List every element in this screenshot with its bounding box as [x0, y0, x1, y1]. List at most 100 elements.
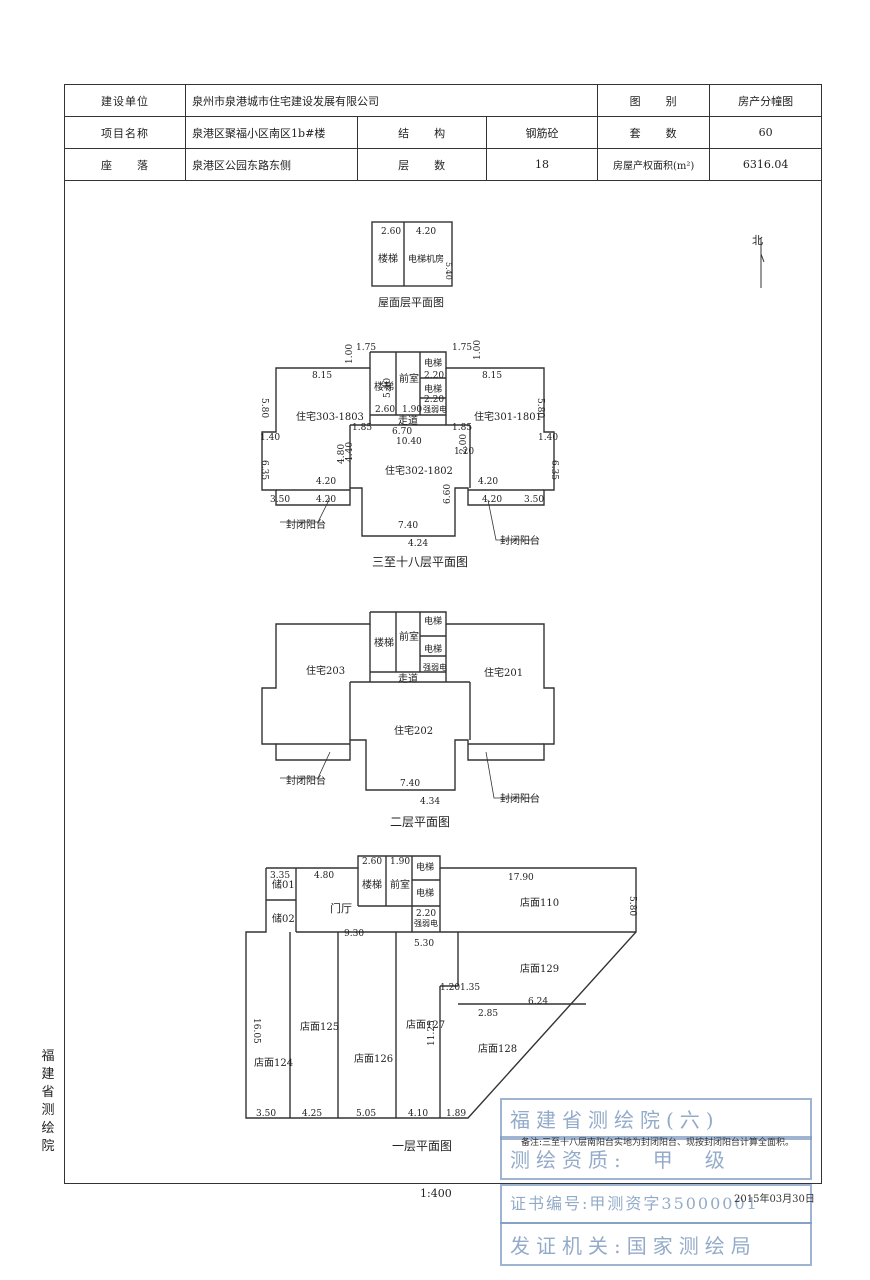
typical-dim: 4.24 — [408, 539, 428, 549]
ground-shop-127: 店面127 — [406, 1018, 445, 1031]
typical-dim: 6.70 — [392, 427, 412, 437]
ground-shop-129: 店面129 — [520, 962, 559, 975]
typical-dim: 4.40 — [345, 442, 355, 462]
second-balcony-right: 封闭阳台 — [500, 792, 540, 805]
ground-shop-110: 店面110 — [520, 896, 559, 909]
date: 2015年03月30日 — [734, 1194, 815, 1205]
typical-dim: 10.40 — [396, 437, 422, 447]
area: 6316.04 — [709, 148, 822, 181]
ground-dim: 2.20 — [416, 909, 436, 919]
typical-dim: 6.35 — [549, 460, 559, 480]
ground-dim: 6.24 — [528, 997, 548, 1007]
ground-dim: 5.80 — [627, 896, 637, 916]
ground-shop-126: 店面126 — [354, 1052, 393, 1065]
roof-outline — [371, 221, 453, 287]
typical-center-unit: 住宅302-1802 — [385, 464, 453, 477]
label-units: 套 数 — [596, 116, 711, 149]
north-arrow: 北 — [752, 232, 765, 288]
ground-lobby: 前室 — [390, 878, 410, 891]
typical-dim: 1.40 — [538, 433, 558, 443]
typical-stairs: 楼梯 — [374, 380, 394, 393]
typical-dim: 5.80 — [535, 398, 545, 418]
typical-dim: 1.75 — [452, 343, 472, 353]
label-area: 房屋产权面积(m²) — [596, 148, 711, 181]
typical-dim: 1.40 — [260, 433, 280, 443]
second-title: 二层平面图 — [390, 815, 450, 829]
ground-dim: 9.30 — [344, 929, 364, 939]
north-arrow-icon — [760, 238, 765, 288]
ground-dim: 2.85 — [478, 1009, 498, 1019]
ground-dim: 4.25 — [302, 1109, 322, 1119]
roof-dim-b: 4.20 — [416, 227, 436, 237]
typical-left-unit: 住宅303-1803 — [296, 410, 364, 423]
ground-dim: 4.80 — [314, 871, 334, 881]
second-outline — [261, 611, 555, 791]
typical-dim: 8.15 — [312, 371, 332, 381]
ground-dim: 11.25 — [427, 1020, 437, 1046]
second-elevator-1: 电梯 — [424, 615, 442, 627]
ground-shop-125: 店面125 — [300, 1020, 339, 1033]
typical-dim: 1.90 — [402, 405, 422, 415]
ground-store-02: 储02 — [272, 912, 295, 925]
typical-dim: 8.15 — [482, 371, 502, 381]
second-right-unit: 住宅201 — [484, 666, 523, 679]
typical-elevator-1: 电梯 — [424, 357, 442, 369]
floors: 18 — [486, 148, 598, 181]
typical-dim: 2.00 — [459, 434, 469, 454]
typical-dim: 4.20 — [478, 477, 498, 487]
second-center-unit: 住宅202 — [394, 724, 433, 737]
ground-shop-128: 店面128 — [478, 1042, 517, 1055]
ground-dim: 5.30 — [414, 939, 434, 949]
roof-stairs: 楼梯 — [378, 252, 398, 265]
typical-dim: 1.85 — [352, 423, 372, 433]
location: 泉港区公园东路东侧 — [185, 148, 359, 181]
typical-dim: 2.20 — [424, 395, 444, 405]
typical-dim: 4.20 — [316, 477, 336, 487]
typical-outline — [261, 351, 555, 537]
second-balcony-left: 封闭阳台 — [286, 774, 326, 787]
typical-balcony-right: 封闭阳台 — [500, 534, 540, 547]
roof-elevator-room: 电梯机房 — [408, 253, 444, 265]
ground-dim: 17.90 — [508, 873, 534, 883]
typical-right-unit: 住宅301-1801 — [474, 410, 542, 423]
typical-dim: 3.50 — [524, 495, 544, 505]
stamp-line-3: 证书编号:甲测资字35000001 — [510, 1194, 759, 1213]
ground-stairs: 楼梯 — [362, 878, 382, 891]
ground-dim: 3.35 — [270, 871, 290, 881]
ground-dim: 4.10 — [408, 1109, 428, 1119]
label-location: 座 落 — [63, 148, 187, 181]
stamp-line-1: 福建省测绘院(六) — [510, 1108, 720, 1132]
typical-dim: 1.00 — [473, 340, 483, 360]
second-shaft: 强弱电 — [423, 662, 447, 672]
second-corridor: 走道 — [398, 672, 418, 685]
second-left-unit: 住宅203 — [306, 664, 345, 677]
title-block: 建设单位 泉州市泉港城市住宅建设发展有限公司 图 别 房产分幢图 项目名称 泉港… — [63, 84, 822, 181]
typical-corridor: 走道 — [398, 414, 418, 427]
label-drawing-type: 图 别 — [596, 84, 711, 117]
qualification-stamp: 福建省测绘院(六) 测绘资质: 甲 级 证书编号:甲测资字35000001 发证… — [500, 1098, 812, 1266]
ground-shaft: 强弱电 — [414, 918, 438, 928]
roof-dim-a: 2.60 — [381, 227, 401, 237]
ground-elevator-1: 电梯 — [416, 861, 434, 873]
ground-shop-124: 店面124 — [254, 1056, 293, 1069]
ground-dim: 16.05 — [251, 1018, 261, 1044]
project-name: 泉港区聚福小区南区1b#楼 — [185, 116, 359, 149]
second-dim: 4.34 — [420, 797, 440, 807]
typical-dim: 4.80 — [337, 444, 347, 464]
typical-dim: 2.20 — [424, 371, 444, 381]
ground-hall: 门厅 — [330, 901, 352, 915]
ground-dim: 2.60 — [362, 857, 382, 867]
scale: 1:400 — [420, 1187, 452, 1200]
typical-dim: 1.75 — [356, 343, 376, 353]
second-lobby: 前室 — [399, 630, 419, 643]
typical-title: 三至十八层平面图 — [372, 555, 468, 569]
typical-lobby: 前室 — [399, 372, 419, 385]
ground-dim: 1.35 — [460, 983, 480, 993]
second-elevator-2: 电梯 — [424, 643, 442, 655]
roof-title: 屋面层平面图 — [378, 296, 444, 309]
typical-dim: 6.60 — [443, 484, 453, 504]
ground-dim: 1.89 — [446, 1109, 466, 1119]
north-label: 北 — [752, 234, 763, 247]
second-stairs: 楼梯 — [374, 636, 394, 649]
ground-outline — [245, 855, 637, 1119]
